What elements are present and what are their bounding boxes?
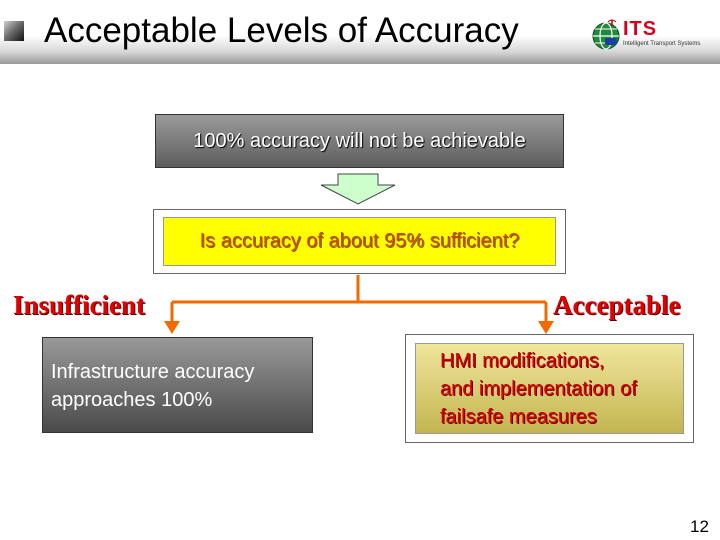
globe-icon bbox=[592, 19, 620, 50]
top-statement-text: 100% accuracy will not be achievable bbox=[193, 129, 526, 152]
insufficient-label: Insufficient bbox=[13, 290, 146, 320]
right-outcome-line-1: HMI modifications, bbox=[440, 350, 605, 372]
its-logo: ITS Intelligent Transport Systems bbox=[592, 18, 720, 54]
question-box-inner: Is accuracy of about 95% sufficient? bbox=[163, 217, 556, 266]
top-statement-box: 100% accuracy will not be achievable bbox=[155, 114, 564, 168]
branch-connector bbox=[170, 275, 548, 323]
title-bullet-icon bbox=[4, 21, 24, 41]
right-outcome-line-2: and implementation of bbox=[440, 378, 637, 400]
left-outcome-line-2: approaches 100% bbox=[51, 389, 213, 411]
left-arrowhead-icon bbox=[164, 321, 180, 334]
right-arrowhead-icon bbox=[538, 321, 554, 334]
right-outcome-box-inner: HMI modifications, and implementation of… bbox=[415, 343, 684, 434]
page-number: 12 bbox=[690, 517, 709, 536]
acceptable-label: Acceptable bbox=[553, 290, 681, 320]
question-box: Is accuracy of about 95% sufficient? bbox=[153, 209, 566, 274]
its-logo-subtitle: Intelligent Transport Systems bbox=[623, 41, 701, 47]
left-outcome-box: Infrastructure accuracy approaches 100% bbox=[42, 337, 313, 433]
its-logo-text: ITS bbox=[623, 18, 658, 40]
left-outcome-line-1: Infrastructure accuracy bbox=[51, 361, 255, 383]
right-outcome-box: HMI modifications, and implementation of… bbox=[405, 334, 694, 443]
question-text: Is accuracy of about 95% sufficient? bbox=[199, 230, 520, 252]
right-outcome-line-3: failsafe measures bbox=[440, 406, 597, 428]
slide-title: Acceptable Levels of Accuracy bbox=[44, 11, 519, 50]
down-arrow-icon bbox=[320, 173, 396, 205]
